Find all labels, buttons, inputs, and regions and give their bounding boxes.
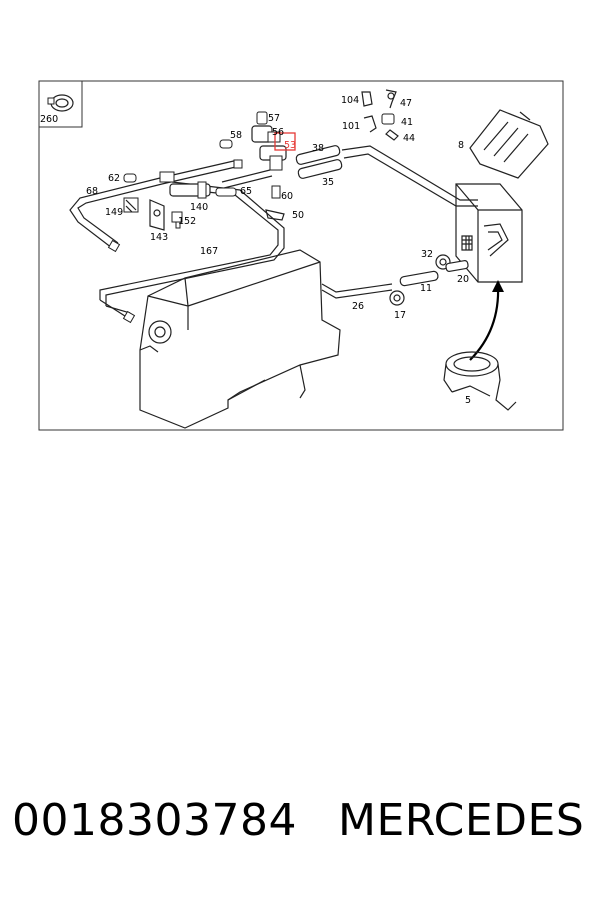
bracket-8 xyxy=(469,109,549,179)
label-8: 8 xyxy=(458,140,464,151)
clips-group xyxy=(361,89,399,141)
label-11: 11 xyxy=(420,283,432,294)
hose-65 xyxy=(221,169,273,189)
engine-block xyxy=(139,249,341,429)
lower-hoses xyxy=(321,254,469,306)
hose-35 xyxy=(297,159,343,179)
label-104: 104 xyxy=(341,95,359,106)
label-58: 58 xyxy=(230,130,242,141)
inset-box-260: 260 xyxy=(38,80,83,128)
duct-5 xyxy=(443,351,517,411)
diagram-frame xyxy=(38,80,564,431)
parts-diagram: 260 xyxy=(38,80,564,431)
label-17: 17 xyxy=(394,310,406,321)
valve-assembly xyxy=(123,171,237,231)
label-50: 50 xyxy=(292,210,304,221)
label-57: 57 xyxy=(268,113,280,124)
label-38: 38 xyxy=(312,143,324,154)
label-44: 44 xyxy=(403,133,415,144)
label-26: 26 xyxy=(352,301,364,312)
label-60: 60 xyxy=(281,191,293,202)
label-140: 140 xyxy=(190,202,208,213)
highlight-53 xyxy=(274,132,296,151)
label-62: 62 xyxy=(108,173,120,184)
label-149: 149 xyxy=(105,207,123,218)
label-5: 5 xyxy=(465,395,471,406)
label-143: 143 xyxy=(150,232,168,243)
hose-38 xyxy=(295,145,341,165)
pointer-arrow xyxy=(469,284,500,361)
part-number-text: 0018303784 xyxy=(12,795,297,846)
label-35: 35 xyxy=(322,177,334,188)
label-47: 47 xyxy=(400,98,412,109)
label-101: 101 xyxy=(342,121,360,132)
valve-parts-upper xyxy=(219,111,287,221)
label-260: 260 xyxy=(40,114,58,125)
footer-caption: 0018303784 MERCEDES xyxy=(0,795,600,865)
heater-core xyxy=(455,183,523,283)
brand-text: MERCEDES xyxy=(338,795,585,846)
heater-hose-main xyxy=(341,145,478,207)
label-65: 65 xyxy=(240,186,252,197)
label-41: 41 xyxy=(401,117,413,128)
arrow-head xyxy=(492,280,504,292)
label-152: 152 xyxy=(178,216,196,227)
label-32: 32 xyxy=(421,249,433,260)
label-56: 56 xyxy=(272,127,284,138)
label-167: 167 xyxy=(200,246,218,257)
label-68: 68 xyxy=(86,186,98,197)
label-20: 20 xyxy=(457,274,469,285)
label-53: 53 xyxy=(284,140,296,151)
